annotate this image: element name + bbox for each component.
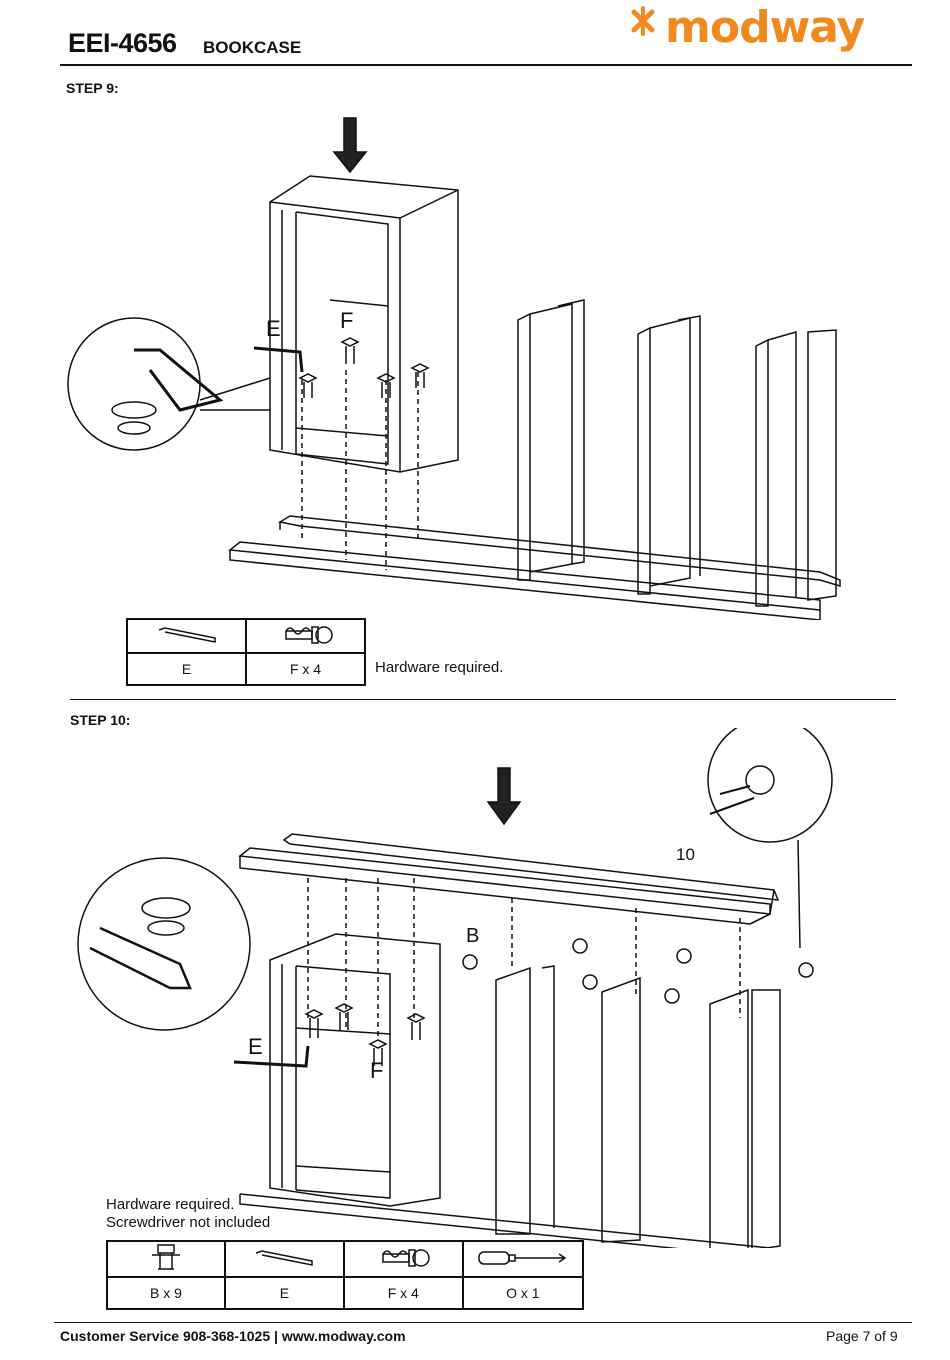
allen-key-icon	[127, 619, 246, 653]
hardware-b-label: B x 9	[107, 1277, 225, 1309]
cam-bolt-icon	[344, 1241, 463, 1277]
screwdriver-icon	[463, 1241, 583, 1277]
customer-service: Customer Service 908-368-1025 | www.modw…	[60, 1328, 406, 1344]
model-number: EEI-4656	[68, 28, 177, 59]
modway-star-icon	[628, 6, 658, 36]
step-9-hardware-table: E F x 4	[126, 618, 366, 686]
step-10-hardware-note: Hardware required. Screwdriver not inclu…	[106, 1196, 270, 1232]
header-divider	[60, 64, 912, 66]
hardware-f-label: F x 4	[246, 653, 365, 685]
step-10-callout-part: 10	[676, 845, 695, 864]
step-10-label: STEP 10:	[70, 712, 130, 728]
step-10-callout-b: B	[466, 925, 479, 947]
product-name: BOOKCASE	[203, 38, 301, 58]
hardware-o-label: O x 1	[463, 1277, 583, 1309]
step-divider	[70, 699, 896, 700]
cam-lock-icon	[107, 1241, 225, 1277]
cam-bolt-icon	[246, 619, 365, 653]
step-10-note-line-2: Screwdriver not included	[106, 1214, 270, 1232]
hardware-f-label: F x 4	[344, 1277, 463, 1309]
hardware-e-label: E	[225, 1277, 344, 1309]
step-9-hardware-note: Hardware required.	[375, 659, 503, 676]
footer-divider	[54, 1322, 912, 1323]
step-9-illustration: E F	[60, 110, 860, 620]
step-9-callout-e: E	[266, 316, 281, 341]
allen-key-icon	[225, 1241, 344, 1277]
brand-logo: modway	[665, 2, 864, 53]
page-number: Page 7 of 9	[826, 1328, 898, 1344]
hardware-e-label: E	[127, 653, 246, 685]
step-10-callout-e: E	[248, 1034, 263, 1059]
down-arrow-icon	[488, 768, 520, 824]
step-9-callout-f: F	[340, 308, 353, 333]
step-10-callout-f: F	[370, 1058, 383, 1083]
step-10-note-line-1: Hardware required.	[106, 1196, 270, 1214]
down-arrow-icon	[334, 118, 366, 172]
step-10-illustration: 10 B E F	[60, 728, 860, 1248]
step-10-hardware-table: B x 9 E F x 4 O x 1	[106, 1240, 584, 1310]
step-9-label: STEP 9:	[66, 80, 119, 96]
